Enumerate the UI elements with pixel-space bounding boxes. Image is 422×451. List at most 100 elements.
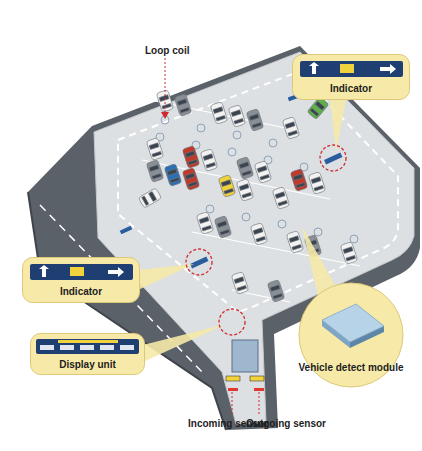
panel-arrow [39, 265, 49, 277]
barrier [226, 376, 240, 381]
loop-coil [242, 213, 250, 221]
car [236, 179, 254, 202]
callout-outline [23, 258, 140, 303]
panel-body [36, 339, 139, 354]
car [236, 157, 254, 180]
panel-count [340, 64, 354, 73]
callout-box: Display unit [30, 333, 145, 375]
callout-wedge [143, 324, 226, 362]
car [146, 160, 164, 183]
highlight-circle [219, 309, 245, 335]
callout-wedge [330, 99, 346, 152]
slot-line [192, 232, 360, 266]
slot-line [142, 160, 330, 199]
car [282, 117, 300, 140]
highlight-circle [320, 145, 346, 171]
panel-cell [60, 345, 74, 350]
callout-circle: Vehicle detect module [298, 282, 404, 388]
callout-outline [299, 283, 403, 387]
callout-label: Indicator [60, 286, 102, 298]
car [210, 102, 228, 125]
loop-coil [314, 228, 322, 236]
callout-box: Indicator [22, 257, 140, 303]
car [214, 216, 232, 239]
module-top [322, 304, 384, 342]
sensor-stripe [228, 388, 238, 391]
car [200, 149, 218, 172]
entrance [226, 340, 264, 391]
car [250, 223, 268, 246]
callout-wedge [302, 226, 336, 296]
loop-coil [228, 148, 236, 156]
car [218, 175, 236, 198]
car [182, 146, 200, 169]
indicator-panel [30, 264, 133, 280]
panel-arrow [380, 64, 396, 74]
detect-module [322, 304, 384, 348]
leader-lines [165, 58, 259, 416]
leader-line [165, 58, 166, 115]
part-label: Outgoing sensor [246, 418, 326, 430]
module-side [322, 320, 350, 348]
indicator-sign [120, 226, 133, 235]
indicator-sign [190, 256, 208, 268]
leader-line [259, 392, 260, 416]
callout-label: Indicator [330, 83, 372, 95]
car [308, 172, 326, 195]
callout-outline [293, 55, 410, 100]
panel-body [300, 61, 403, 77]
car [246, 109, 264, 132]
car [272, 187, 290, 210]
callout-box: Indicator [292, 54, 410, 100]
callout-outline [31, 334, 145, 375]
barrier [250, 376, 264, 381]
car [290, 169, 308, 192]
panel-count [70, 267, 84, 276]
callout-wedge [138, 264, 194, 290]
indicator-sign [324, 152, 342, 164]
loop-coil [197, 124, 205, 132]
car [182, 168, 200, 191]
callout-label: Vehicle detect module [298, 362, 403, 374]
road-slab [28, 46, 420, 430]
leader-line [232, 392, 233, 416]
loop-coil [350, 235, 358, 243]
car [174, 94, 192, 117]
car [286, 231, 304, 254]
car [146, 138, 164, 161]
loop-coil [278, 220, 286, 228]
sensor-stripe [254, 388, 264, 391]
car [138, 188, 161, 208]
callout-label: Display unit [59, 359, 116, 371]
arrow-head [161, 112, 169, 119]
car [340, 242, 358, 265]
panel-arrow [108, 267, 124, 277]
loop-coil [269, 139, 277, 147]
panel-cell [120, 345, 134, 350]
module-side [350, 326, 384, 348]
indicator-panel [300, 61, 403, 77]
display-panel [36, 339, 139, 354]
drive-loop [118, 72, 398, 312]
panel-strip [58, 340, 118, 343]
panel-cell [40, 345, 54, 350]
highlight-circle [186, 249, 212, 275]
panel-arrow [309, 62, 319, 74]
panel-cell [100, 345, 114, 350]
panel-cell [80, 345, 94, 350]
car [196, 212, 214, 235]
car [254, 161, 272, 184]
booth [232, 340, 258, 372]
panel-body [30, 264, 133, 280]
car [267, 280, 285, 303]
loop-coil [206, 205, 214, 213]
part-label: Loop coil [145, 45, 189, 57]
car [231, 272, 249, 295]
leader-heads [161, 112, 169, 119]
car [164, 164, 182, 187]
car [156, 90, 174, 113]
loop-coil [233, 131, 241, 139]
cars [138, 90, 357, 303]
car [228, 105, 246, 128]
